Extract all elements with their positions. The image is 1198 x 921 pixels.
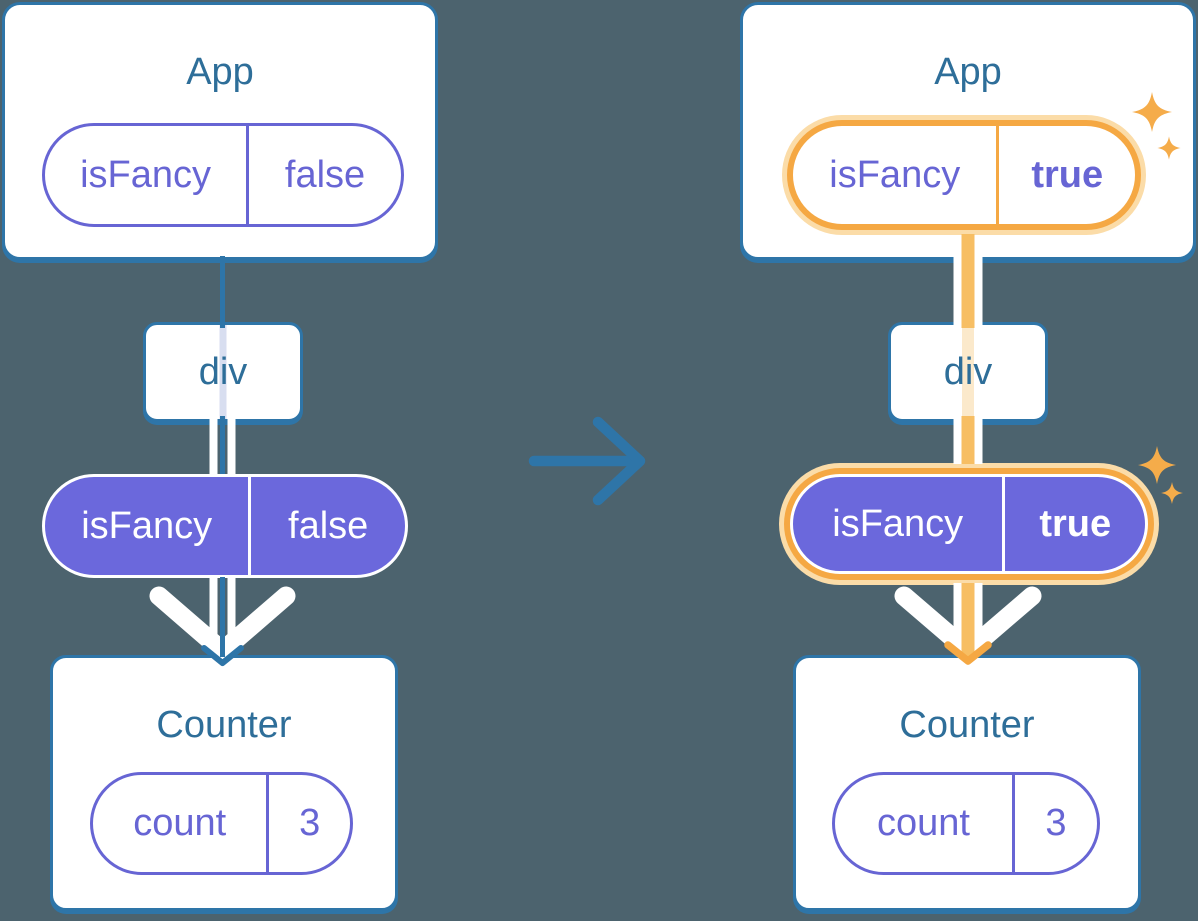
prop-name: isFancy	[829, 153, 961, 196]
app-card-after: App isFancy true	[740, 2, 1196, 260]
component-title: Counter	[156, 704, 292, 746]
component-title: Counter	[899, 704, 1035, 746]
sparkle-icon	[1138, 446, 1176, 484]
highlight-ring: isFancy true	[787, 120, 1141, 230]
prop-pill-app-before: isFancy false	[42, 123, 404, 227]
prop-name: isFancy	[832, 502, 964, 545]
state-value: 3	[266, 775, 350, 872]
prop-value: false	[248, 477, 405, 575]
prop-flow-arrow-after	[894, 234, 1042, 665]
div-box-after: div	[888, 322, 1048, 422]
prop-value: false	[246, 126, 401, 224]
app-card-before: App isFancy false	[2, 2, 438, 260]
div-label: div	[943, 350, 993, 393]
state-pill-after: count 3	[832, 772, 1100, 875]
prop-flow-arrowhead	[894, 586, 1042, 661]
prop-pill-app-after: isFancy true	[793, 126, 1135, 224]
highlight-glow: isFancy true	[782, 115, 1146, 235]
state-name: count	[133, 802, 227, 844]
highlight-ring: isFancy true	[784, 468, 1154, 580]
passed-prop-pill-after: isFancy true	[790, 474, 1148, 574]
counter-card-before: Counter count 3	[50, 655, 398, 911]
state-pill-before: count 3	[90, 772, 353, 875]
state-name: count	[876, 802, 970, 844]
render-trace-line	[962, 325, 974, 419]
prop-flow-arrowhead	[149, 586, 296, 661]
state-value: 3	[1011, 775, 1097, 872]
sparkle-icon	[1161, 482, 1183, 504]
prop-name: isFancy	[80, 153, 212, 196]
render-trace-line	[219, 325, 227, 419]
prop-value: true	[1002, 477, 1145, 571]
prop-name: isFancy	[81, 504, 213, 547]
component-title: App	[934, 51, 1002, 93]
div-label: div	[198, 350, 248, 393]
component-title: App	[186, 51, 254, 93]
highlight-glow: isFancy true	[779, 463, 1159, 585]
passed-prop-pill-before: isFancy false	[42, 474, 408, 578]
transition-arrow-icon	[528, 416, 646, 506]
counter-card-after: Counter count 3	[793, 655, 1141, 911]
prop-value: true	[996, 126, 1135, 224]
div-box-before: div	[143, 322, 303, 422]
tree-edge-app-div-before	[220, 256, 225, 328]
